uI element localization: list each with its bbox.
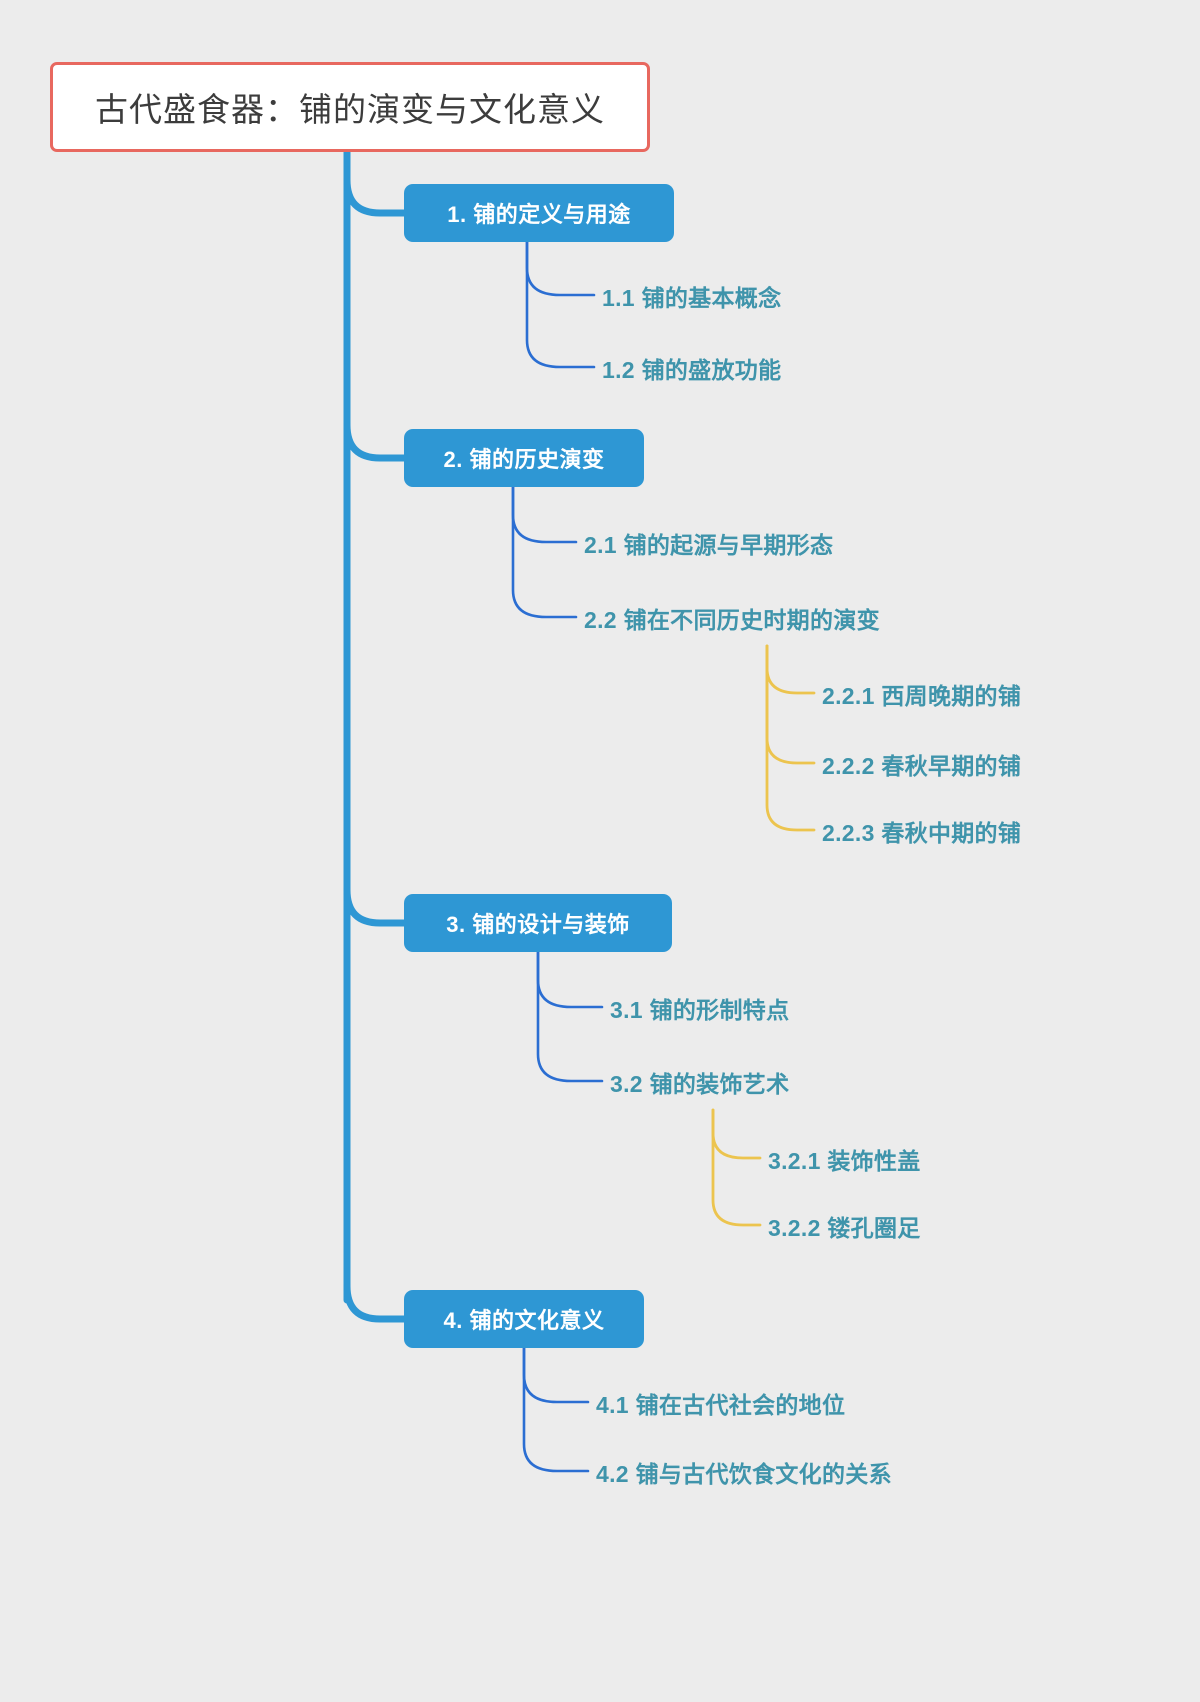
leaf-node-1-1[interactable]: 1.1 铺的基本概念 <box>602 278 781 314</box>
connector-2-to-2.2 <box>511 485 578 619</box>
branch-node-1-label: 1. 铺的定义与用途 <box>447 202 631 227</box>
branch-node-2-label: 2. 铺的历史演变 <box>443 447 605 472</box>
leaf-node-2-2-2[interactable]: 2.2.2 春秋早期的铺 <box>822 746 1021 782</box>
leaf-node-2-2-2-label: 2.2.2 春秋早期的铺 <box>822 753 1022 779</box>
connector-4-to-4.2 <box>522 1346 590 1473</box>
branch-node-2[interactable]: 2. 铺的历史演变 <box>404 429 644 487</box>
connector-3.2-to-3.2.1 <box>711 1108 762 1160</box>
leaf-node-2-2-label: 2.2 铺在不同历史时期的演变 <box>584 607 880 633</box>
leaf-node-3-1-label: 3.1 铺的形制特点 <box>610 997 790 1023</box>
leaf-node-4-2[interactable]: 4.2 铺与古代饮食文化的关系 <box>596 1454 892 1490</box>
connector-2.2-to-2.2.3 <box>765 644 816 832</box>
leaf-node-1-1-label: 1.1 铺的基本概念 <box>602 285 782 311</box>
connector-root-to-branch-1 <box>343 176 408 217</box>
connector-1-to-1.1 <box>525 240 596 297</box>
leaf-node-2-2-3[interactable]: 2.2.3 春秋中期的铺 <box>822 813 1021 849</box>
leaf-node-4-1-label: 4.1 铺在古代社会的地位 <box>596 1392 846 1418</box>
leaf-node-3-2-1-label: 3.2.1 装饰性盖 <box>768 1148 921 1174</box>
branch-node-3-label: 3. 铺的设计与装饰 <box>446 912 630 937</box>
connector-root-to-branch-3 <box>343 886 408 927</box>
leaf-node-1-2-label: 1.2 铺的盛放功能 <box>602 357 782 383</box>
leaf-node-3-1[interactable]: 3.1 铺的形制特点 <box>610 990 789 1026</box>
branch-node-1[interactable]: 1. 铺的定义与用途 <box>404 184 674 242</box>
connector-3-to-3.1 <box>536 949 604 1009</box>
leaf-node-2-2[interactable]: 2.2 铺在不同历史时期的演变 <box>584 600 880 636</box>
leaf-node-4-1[interactable]: 4.1 铺在古代社会的地位 <box>596 1385 845 1421</box>
connector-root-to-branch-2 <box>343 421 408 462</box>
leaf-node-3-2-label: 3.2 铺的装饰艺术 <box>610 1071 790 1097</box>
root-node-label: 古代盛食器：铺的演变与文化意义 <box>95 91 605 128</box>
connector-4-to-4.1 <box>522 1346 590 1404</box>
connector-root-to-branch-4 <box>343 1282 408 1323</box>
connector-2.2-to-2.2.1 <box>765 644 816 695</box>
leaf-node-2-2-1-label: 2.2.1 西周晚期的铺 <box>822 683 1022 709</box>
leaf-node-3-2-2[interactable]: 3.2.2 镂孔圈足 <box>768 1208 921 1244</box>
leaf-node-2-2-3-label: 2.2.3 春秋中期的铺 <box>822 820 1022 846</box>
leaf-node-2-1[interactable]: 2.1 铺的起源与早期形态 <box>584 525 833 561</box>
branch-node-3[interactable]: 3. 铺的设计与装饰 <box>404 894 672 952</box>
leaf-node-3-2[interactable]: 3.2 铺的装饰艺术 <box>610 1064 789 1100</box>
leaf-node-1-2[interactable]: 1.2 铺的盛放功能 <box>602 350 781 386</box>
leaf-node-3-2-1[interactable]: 3.2.1 装饰性盖 <box>768 1141 921 1177</box>
connector-1-to-1.2 <box>525 240 596 369</box>
leaf-node-3-2-2-label: 3.2.2 镂孔圈足 <box>768 1215 921 1241</box>
leaf-node-2-2-1[interactable]: 2.2.1 西周晚期的铺 <box>822 676 1021 712</box>
branch-node-4[interactable]: 4. 铺的文化意义 <box>404 1290 644 1348</box>
leaf-node-4-2-label: 4.2 铺与古代饮食文化的关系 <box>596 1461 892 1487</box>
connector-2.2-to-2.2.2 <box>765 644 816 765</box>
connector-3.2-to-3.2.2 <box>711 1108 762 1227</box>
leaf-node-2-1-label: 2.1 铺的起源与早期形态 <box>584 532 834 558</box>
root-node[interactable]: 古代盛食器：铺的演变与文化意义 <box>50 62 650 152</box>
connector-2-to-2.1 <box>511 485 578 544</box>
branch-node-4-label: 4. 铺的文化意义 <box>443 1308 605 1333</box>
connector-3-to-3.2 <box>536 949 604 1083</box>
